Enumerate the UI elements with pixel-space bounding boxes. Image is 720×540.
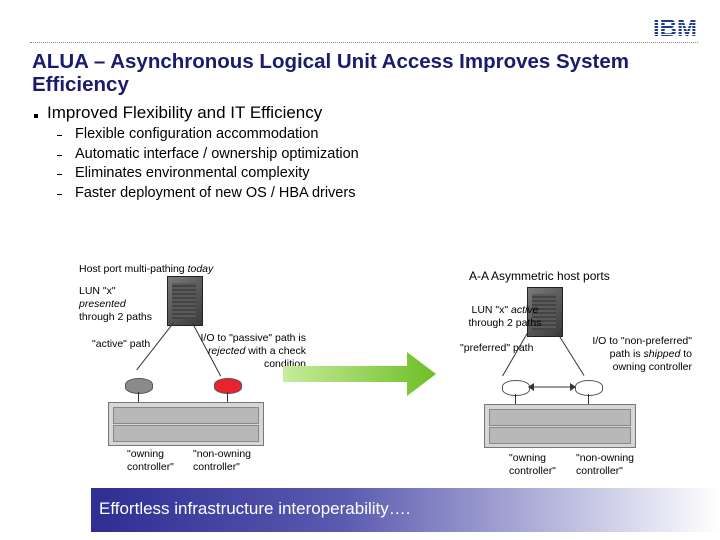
sub-bullet: Faster deployment of new OS / HBA driver… (57, 184, 359, 204)
right-non-preferred-label: I/O to "non-preferred" path is shipped t… (592, 335, 692, 373)
right-connector (588, 394, 589, 404)
bullet-marker (34, 114, 38, 118)
left-gray-hba-icon (125, 378, 153, 394)
slide-title: ALUA – Asynchronous Logical Unit Access … (32, 50, 629, 96)
left-heading: Host port multi-pathing today (79, 263, 214, 275)
left-non-owning-label: "non-owning controller" (193, 448, 252, 473)
right-lun-label: LUN "x" active through 2 paths (468, 304, 542, 329)
left-connector (138, 392, 139, 402)
right-connector (515, 394, 516, 404)
sub-bullet: Automatic interface / ownership optimiza… (57, 145, 359, 165)
left-controller-enclosure (108, 402, 264, 446)
left-connector (227, 392, 228, 402)
bidirectional-arrow-icon (528, 383, 576, 391)
right-controller-enclosure (484, 404, 636, 448)
right-path-line (557, 333, 585, 376)
main-bullet: Improved Flexibility and IT Efficiency (47, 103, 323, 122)
right-hba-icon (575, 380, 603, 396)
right-arrow-icon (283, 352, 436, 396)
right-owning-label: "owning controller" (509, 452, 556, 477)
left-server-icon (167, 276, 203, 326)
right-preferred-label: "preferred" path (460, 342, 534, 354)
right-heading: A-A Asymmetric host ports (469, 269, 610, 283)
left-owning-label: "owning controller" (127, 448, 174, 473)
footer-banner: Effortless infrastructure interoperabili… (91, 488, 720, 532)
header-rule (30, 42, 698, 43)
left-active-path-label: "active" path (92, 338, 151, 350)
sub-bullet: Eliminates environmental complexity (57, 164, 359, 184)
left-red-hba-icon (214, 378, 242, 394)
left-lun-label: LUN "x" presented through 2 paths (79, 285, 152, 323)
sub-bullet: Flexible configuration accommodation (57, 125, 359, 145)
sub-bullet-list: Flexible configuration accommodation Aut… (57, 125, 359, 203)
right-hba-icon (502, 380, 530, 396)
ibm-logo: IBM (653, 15, 697, 40)
svg-text:IBM: IBM (653, 15, 697, 40)
left-passive-label: I/O to "passive" path is rejected with a… (200, 332, 306, 370)
banner-text: Effortless infrastructure interoperabili… (99, 499, 411, 518)
right-non-owning-label: "non-owning controller" (576, 452, 635, 477)
right-server-icon (527, 287, 563, 337)
